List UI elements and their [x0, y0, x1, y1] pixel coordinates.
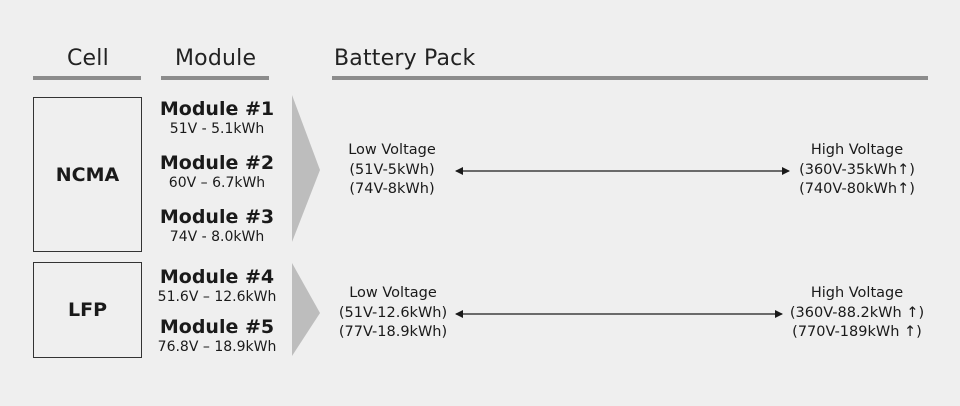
low-voltage-lfp: Low Voltage (51V-12.6kWh) (77V-18.9kWh): [334, 284, 452, 343]
voltage-range: (360V-88.2kWh ↑): [789, 304, 925, 321]
chevron-lfp: [292, 263, 320, 356]
header-cell: Cell: [67, 46, 109, 71]
header-battery-pack-rule: [332, 76, 928, 80]
cell-label: NCMA: [55, 163, 120, 186]
voltage-range: (51V-5kWh): [349, 161, 435, 178]
voltage-range: (74V-8kWh): [349, 181, 435, 197]
cell-label: LFP: [67, 299, 107, 321]
header-module-rule: [161, 76, 269, 80]
low-voltage-ncma: Low Voltage (51V-5kWh) (74V-8kWh): [336, 141, 448, 200]
chevron-ncma: [292, 95, 320, 242]
module-name: Module #1: [159, 98, 275, 120]
module-item: Module #4 51.6V – 12.6kWh: [147, 266, 287, 306]
module-item: Module #5 76.8V – 18.9kWh: [147, 316, 287, 356]
module-name: Module #5: [159, 316, 275, 338]
high-voltage-ncma: High Voltage (360V-35kWh↑) (740V-80kWh↑): [790, 141, 924, 200]
module-spec: 51V - 5.1kWh: [169, 121, 265, 137]
module-spec: 51.6V – 12.6kWh: [157, 289, 277, 305]
module-item: Module #1 51V - 5.1kWh: [147, 98, 287, 138]
voltage-title: High Voltage: [810, 285, 904, 301]
module-spec: 76.8V – 18.9kWh: [157, 339, 277, 355]
module-name: Module #4: [159, 266, 275, 288]
header-cell-rule: [33, 76, 141, 80]
voltage-title: Low Voltage: [349, 285, 437, 301]
high-voltage-lfp: High Voltage (360V-88.2kWh ↑) (770V-189k…: [784, 284, 930, 343]
voltage-range: (360V-35kWh↑): [799, 161, 915, 178]
voltage-range: (51V-12.6kWh): [338, 304, 448, 321]
module-name: Module #3: [159, 206, 275, 228]
header-module: Module: [175, 46, 257, 71]
voltage-range: (740V-80kWh↑): [799, 181, 915, 197]
voltage-title: Low Voltage: [348, 142, 436, 158]
voltage-title: High Voltage: [810, 142, 904, 158]
voltage-range: (770V-189kWh ↑): [792, 324, 922, 340]
module-item: Module #2 60V – 6.7kWh: [147, 152, 287, 192]
cell-box-lfp: LFP: [33, 262, 142, 358]
module-item: Module #3 74V - 8.0kWh: [147, 206, 287, 246]
module-spec: 74V - 8.0kWh: [169, 229, 265, 245]
module-spec: 60V – 6.7kWh: [168, 175, 266, 191]
voltage-range: (77V-18.9kWh): [338, 324, 448, 340]
header-battery-pack: Battery Pack: [334, 46, 476, 71]
cell-box-ncma: NCMA: [33, 97, 142, 252]
module-name: Module #2: [159, 152, 275, 174]
